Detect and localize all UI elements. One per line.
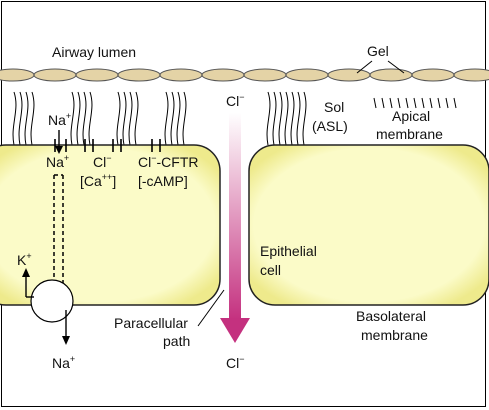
sol-label: Sol (324, 99, 344, 115)
paracellular-arrowhead (220, 318, 250, 343)
cl-top-label: Cl− (226, 92, 245, 109)
left-epithelial-cell (0, 144, 221, 306)
transcellular-dashed-path (53, 174, 64, 283)
basolateral-label: Basolateral (356, 308, 426, 324)
basolateral-membrane-label: membrane (361, 327, 428, 343)
airway-lumen-label: Airway lumen (52, 44, 136, 60)
paracellular-arrow-shaft (229, 113, 241, 320)
paracellular-label: Paracellular (114, 315, 188, 331)
na-entry-arrowhead (55, 146, 63, 154)
paracellular-pointer (197, 289, 225, 327)
right-epithelial-cell (248, 144, 489, 306)
gel-layer (0, 68, 489, 82)
cilia-bent (373, 97, 457, 109)
ca-label: [Ca++] (80, 172, 116, 189)
cell-label: cell (260, 262, 281, 278)
cl-bottom-label: Cl− (226, 354, 245, 371)
apical-label: Apical (392, 108, 430, 124)
apical-membrane-label: membrane (376, 126, 443, 142)
asl-label: (ASL) (312, 118, 348, 134)
gel-pointer-2 (387, 60, 405, 74)
k-arrowhead (22, 268, 30, 277)
cilia-left (12, 91, 187, 146)
na-apical-label: Na+ (48, 111, 71, 128)
cl-channel-label: Cl− (93, 153, 112, 170)
apical-channels (54, 139, 161, 152)
na-cell-label: Na+ (46, 153, 69, 170)
cl-cftr-label: Cl−-CFTR (138, 153, 199, 170)
k-label: K+ (17, 251, 32, 268)
na-exit-arrowhead (62, 336, 70, 345)
na-k-pump (30, 279, 74, 323)
path-label: path (163, 333, 190, 349)
cilia-right (266, 91, 307, 146)
na-out-label: Na+ (52, 354, 75, 371)
epithelial-label: Epithelial (260, 243, 317, 259)
camp-label: [-cAMP] (138, 173, 188, 189)
gel-pointer-1 (356, 60, 373, 74)
gel-label: Gel (367, 43, 389, 59)
